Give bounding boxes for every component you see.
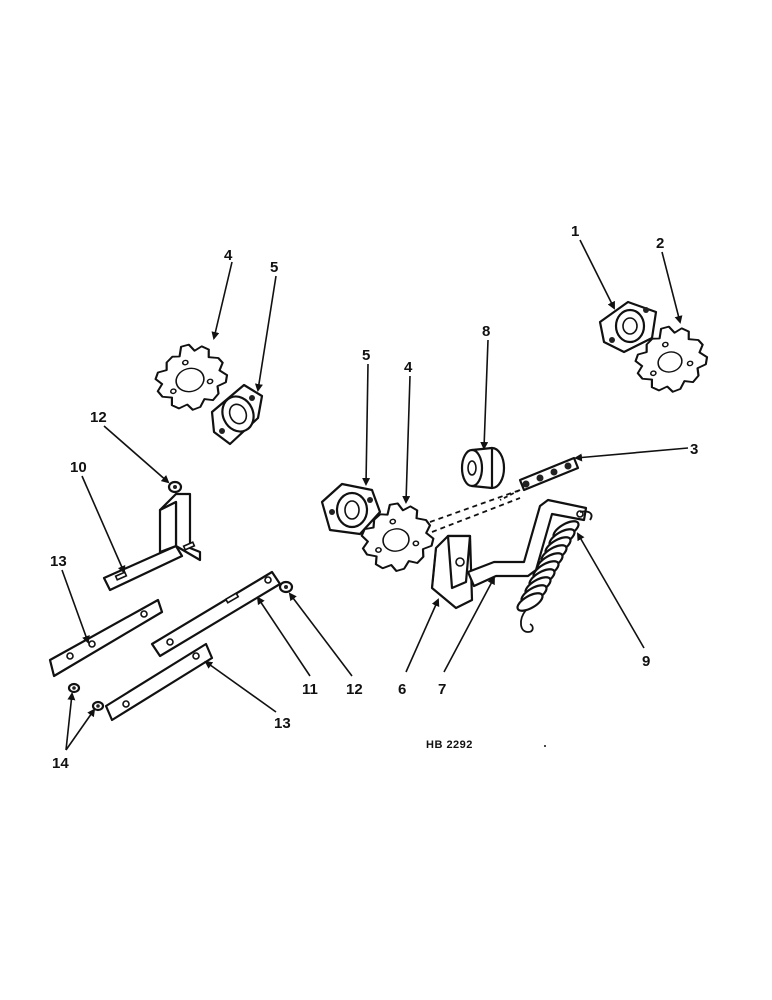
callout-5-middle: 5 bbox=[362, 347, 370, 364]
flange-bearing-middle bbox=[320, 482, 382, 536]
tension-spring bbox=[516, 510, 593, 633]
flange-bearing-right bbox=[598, 300, 658, 354]
callout-labels: 1 2 3 4 5 5 4 8 12 10 13 11 12 6 7 9 13 … bbox=[50, 223, 698, 772]
idler-bracket bbox=[430, 534, 474, 610]
callout-4-left: 4 bbox=[224, 247, 233, 264]
callout-12-bottom: 12 bbox=[346, 681, 363, 698]
nut-bottom bbox=[278, 580, 294, 594]
mounting-bracket bbox=[102, 492, 202, 592]
callout-1: 1 bbox=[571, 223, 579, 240]
callout-14: 14 bbox=[52, 755, 69, 772]
callout-11: 11 bbox=[302, 681, 318, 698]
callout-13-top: 13 bbox=[50, 553, 67, 570]
sprocket-right bbox=[634, 325, 709, 393]
flange-bearing-left bbox=[210, 383, 264, 446]
stray-dot bbox=[544, 745, 546, 747]
nuts-14 bbox=[67, 682, 105, 712]
callout-10: 10 bbox=[70, 459, 87, 476]
drawing-reference-code: HB 2292 bbox=[426, 739, 473, 751]
plate-upper bbox=[48, 598, 164, 678]
idler-roller bbox=[460, 446, 506, 490]
callout-13-bottom: 13 bbox=[274, 715, 291, 732]
callout-3: 3 bbox=[690, 441, 698, 458]
callout-5-left: 5 bbox=[270, 259, 278, 276]
sprocket-middle bbox=[360, 502, 435, 572]
callout-9: 9 bbox=[642, 653, 650, 670]
callout-2: 2 bbox=[656, 235, 664, 252]
chain-path-dashed bbox=[429, 489, 521, 533]
sprocket-left bbox=[154, 343, 229, 411]
callout-4-middle: 4 bbox=[404, 359, 413, 376]
support-bar bbox=[150, 570, 282, 658]
nut-top bbox=[167, 480, 183, 494]
callout-8: 8 bbox=[482, 323, 490, 340]
callout-6: 6 bbox=[398, 681, 406, 698]
callout-12-top: 12 bbox=[90, 409, 107, 426]
leader-lines bbox=[61, 239, 689, 751]
plate-lower bbox=[104, 642, 214, 722]
callout-7: 7 bbox=[438, 681, 446, 698]
chain-section bbox=[499, 456, 580, 501]
